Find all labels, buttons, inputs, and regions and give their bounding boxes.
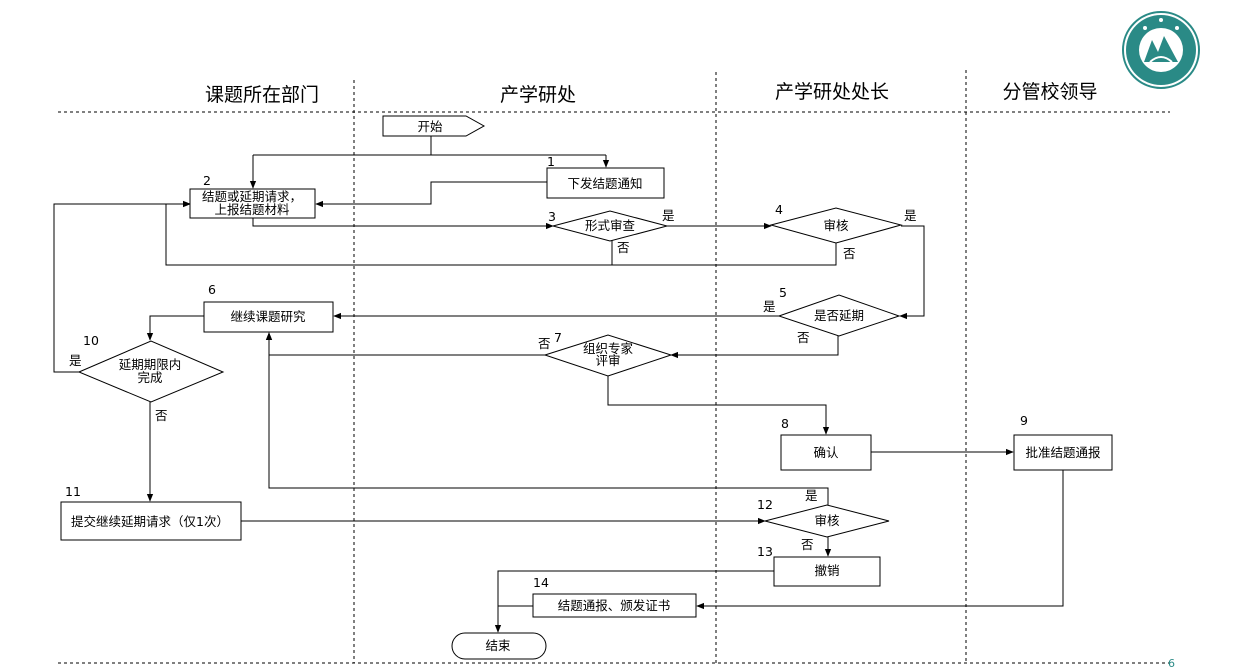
label-3-yes: 是 xyxy=(662,208,675,223)
node-start-label: 开始 xyxy=(417,119,443,134)
step-numbers: 1 2 3 4 5 6 7 8 9 10 11 12 13 14 xyxy=(65,154,1028,590)
label-4-no: 否 xyxy=(843,246,856,261)
label-5-no: 否 xyxy=(797,330,810,345)
node-3-label: 形式审查 xyxy=(585,218,636,233)
node-12-label: 审核 xyxy=(814,513,840,528)
node-5-label: 是否延期 xyxy=(814,308,864,323)
node-13-label: 撤销 xyxy=(814,563,839,578)
node-11-extension-request: 提交继续延期请求（仅1次） xyxy=(60,501,242,541)
node-1-label: 下发结题通知 xyxy=(567,176,642,191)
label-3-no: 否 xyxy=(617,240,630,255)
step-number-12: 12 xyxy=(757,497,773,512)
node-14-label: 结题通报、颁发证书 xyxy=(558,598,671,613)
step-number-9: 9 xyxy=(1020,413,1028,428)
node-14-issue-certificate: 结题通报、颁发证书 xyxy=(532,593,697,618)
node-10-within-deadline: 延期期限内 完成 xyxy=(77,340,225,403)
node-end: 结束 xyxy=(451,632,547,660)
label-10-yes: 是 xyxy=(69,353,82,368)
step-number-10: 10 xyxy=(83,333,99,348)
lane-separators xyxy=(58,70,1170,664)
node-4-review: 审核 xyxy=(769,207,903,244)
node-8-confirm: 确认 xyxy=(780,434,872,471)
step-number-4: 4 xyxy=(775,202,783,217)
university-logo xyxy=(1122,11,1200,89)
node-2-label-line1: 结题或延期请求， xyxy=(202,189,302,204)
node-5-extension-check: 是否延期 xyxy=(777,294,901,337)
node-8-label: 确认 xyxy=(813,445,839,460)
node-2-label-line2: 上报结题材料 xyxy=(214,202,290,217)
branch-labels: 是 否 是 否 是 否 否 是 否 是 否 xyxy=(69,208,917,552)
node-6-continue-research: 继续课题研究 xyxy=(203,301,334,333)
step-number-6: 6 xyxy=(208,282,216,297)
step-number-1: 1 xyxy=(547,154,555,169)
step-number-7: 7 xyxy=(554,330,562,345)
node-7-expert-review: 组织专家 评审 xyxy=(543,334,673,377)
step-number-2: 2 xyxy=(203,173,211,188)
page-number: 6 xyxy=(1168,657,1175,667)
node-13-revoke: 撤销 xyxy=(773,556,881,587)
node-9-approve-notice: 批准结题通报 xyxy=(1013,434,1113,471)
lane-title-vice-president: 分管校领导 xyxy=(1002,81,1097,103)
step-number-5: 5 xyxy=(779,285,787,300)
node-10-label-line1: 延期期限内 xyxy=(119,357,182,372)
node-9-label: 批准结题通报 xyxy=(1025,445,1101,460)
step-number-11: 11 xyxy=(65,484,81,499)
step-number-14: 14 xyxy=(533,575,549,590)
node-end-label: 结束 xyxy=(485,638,511,653)
label-7-no: 否 xyxy=(538,336,551,351)
node-12-review: 审核 xyxy=(764,504,890,538)
node-1-issue-notice: 下发结题通知 xyxy=(546,167,665,199)
node-start: 开始 xyxy=(382,115,486,137)
step-number-3: 3 xyxy=(548,209,556,224)
node-6-label: 继续课题研究 xyxy=(230,309,306,324)
step-number-13: 13 xyxy=(757,544,773,559)
node-7-label-line1: 组织专家 xyxy=(583,341,634,356)
node-7-label-line2: 评审 xyxy=(595,353,620,368)
connectors xyxy=(53,136,1064,633)
node-2-submit-request: 结题或延期请求， 上报结题材料 xyxy=(189,188,316,219)
node-3-format-review: 形式审查 xyxy=(551,210,669,242)
label-4-yes: 是 xyxy=(904,208,917,223)
node-4-label: 审核 xyxy=(823,218,849,233)
lane-title-research-office: 产学研处 xyxy=(500,84,576,106)
node-10-label-line2: 完成 xyxy=(137,370,162,385)
label-12-yes: 是 xyxy=(805,488,818,503)
label-12-no: 否 xyxy=(801,537,814,552)
lane-title-department: 课题所在部门 xyxy=(205,84,319,106)
label-10-no: 否 xyxy=(155,408,168,423)
node-11-label: 提交继续延期请求（仅1次） xyxy=(71,514,229,529)
label-5-yes: 是 xyxy=(763,299,776,314)
lane-title-office-director: 产学研处处长 xyxy=(775,81,889,103)
step-number-8: 8 xyxy=(781,416,789,431)
